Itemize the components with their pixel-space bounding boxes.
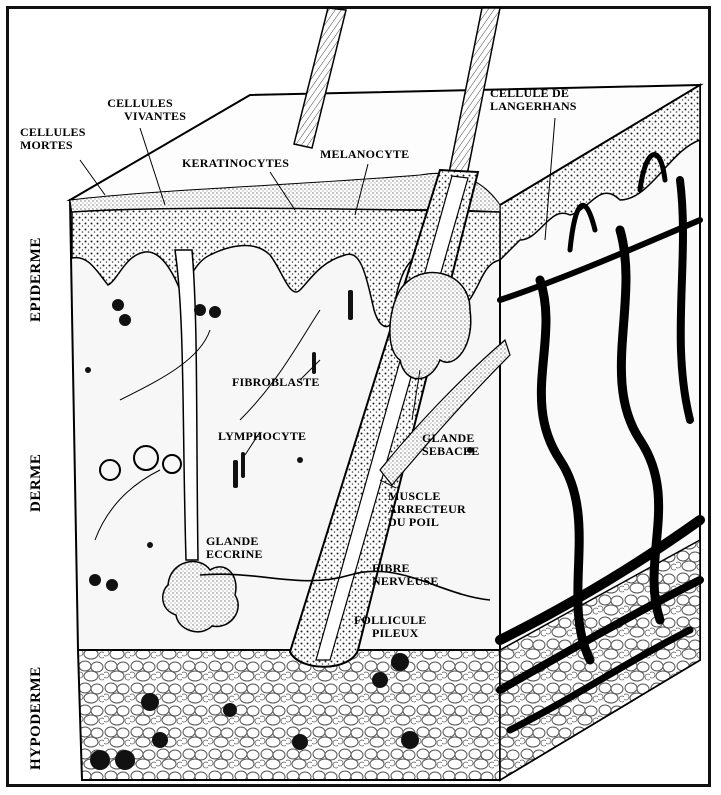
label-follicule-line2: PILEUX — [354, 627, 426, 640]
label-glande-eccrine: GLANDE ECCRINE — [206, 535, 263, 561]
label-fibre-nerveuse-line2: NERVEUSE — [372, 575, 439, 588]
label-melanocyte: MELANOCYTE — [320, 148, 409, 161]
label-follicule-pileux: FOLLICULE PILEUX — [354, 614, 426, 640]
label-fibre-nerveuse: FIBRE NERVEUSE — [372, 562, 439, 588]
label-cellules-mortes-line2: MORTES — [20, 139, 86, 152]
label-glande-eccrine-line2: ECCRINE — [206, 548, 263, 561]
label-cellules-vivantes: CELLULES VIVANTES — [94, 97, 186, 123]
label-lymphocyte: LYMPHOCYTE — [218, 430, 306, 443]
layer-label-hypoderme: HYPODERME — [28, 666, 45, 770]
label-glande-sebacee-line2: SEBACEE — [422, 445, 479, 458]
label-keratinocytes: KERATINOCYTES — [182, 157, 289, 170]
label-fibroblaste: FIBROBLASTE — [232, 376, 320, 389]
label-glande-sebacee: GLANDE SEBACEE — [422, 432, 479, 458]
label-langerhans-line2: LANGERHANS — [490, 100, 577, 113]
label-cellules-vivantes-line2: VIVANTES — [94, 110, 186, 123]
layer-label-epiderme: EPIDERME — [28, 237, 45, 322]
label-cellules-mortes: CELLULES MORTES — [20, 126, 86, 152]
hypodermis-fat — [78, 650, 500, 780]
label-langerhans: CELLULE DE LANGERHANS — [490, 87, 577, 113]
label-muscle-line3: DU POIL — [388, 516, 466, 529]
label-muscle-arrecteur: MUSCLE ARRECTEUR DU POIL — [388, 490, 466, 529]
layer-label-derme: DERME — [28, 454, 45, 512]
